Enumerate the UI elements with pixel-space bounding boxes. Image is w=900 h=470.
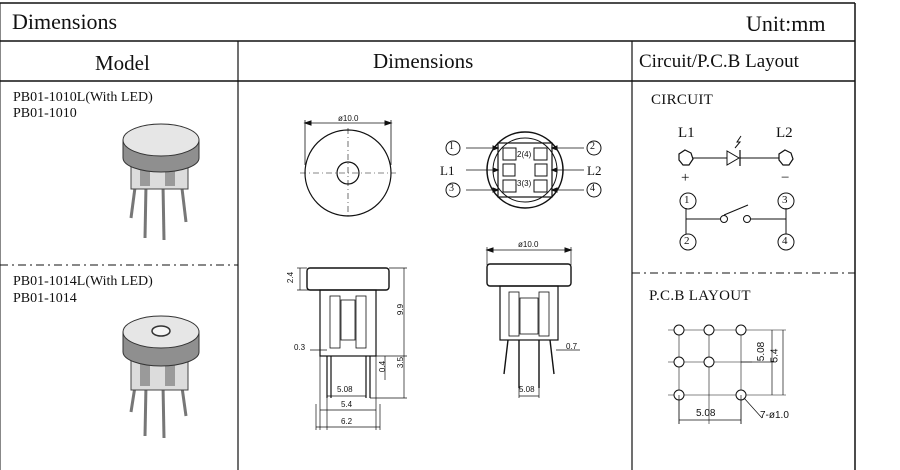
top-view-diameter: ø10.0 (338, 114, 359, 123)
circuit-pin1: 1 (684, 194, 690, 206)
circuit-l2: L2 (776, 125, 793, 141)
pinout-drawing (445, 131, 602, 209)
pcb-pitch-x: 5.08 (696, 408, 716, 419)
model-name-2: PB01-1014L(With LED) (13, 274, 153, 289)
column-header-model: Model (95, 51, 150, 75)
circuit-pin4: 4 (782, 235, 788, 247)
pcb-span-y: 5.4 (769, 348, 781, 363)
pinout-l2: L2 (587, 163, 602, 178)
pcb-pitch-y: 5.08 (756, 341, 768, 362)
dim-lead-length: 3.5 (396, 356, 406, 369)
pinout-pin2: 2 (590, 141, 595, 152)
front-view-pitch: 5.08 (519, 385, 535, 394)
dim-lead-thickness: 0.4 (378, 360, 388, 373)
dim-body-width: 5.4 (341, 400, 353, 409)
pinout-l1: L1 (440, 163, 455, 178)
pcb-title: P.C.B LAYOUT (649, 288, 751, 304)
pinout-pin3: 3 (449, 183, 454, 194)
side-view-drawing (297, 267, 407, 430)
product-image-hole (122, 315, 200, 439)
circuit-pin3: 3 (782, 194, 788, 206)
circuit-minus: − (781, 170, 790, 186)
pinout-pin1: 1 (449, 141, 454, 152)
top-view-drawing (300, 120, 396, 218)
model-name-1: PB01-1010L(With LED) (13, 90, 153, 105)
dim-cap-height: 2.4 (286, 271, 296, 284)
pcb-layout (668, 324, 786, 424)
model-name-2b: PB01-1014 (13, 291, 77, 306)
unit-label: Unit:mm (746, 11, 826, 36)
circuit-plus: + (681, 170, 690, 186)
front-view-diameter: ø10.0 (518, 240, 539, 249)
circuit-l1: L1 (678, 125, 695, 141)
pinout-pin4: 4 (590, 183, 595, 194)
dim-base-width: 6.2 (341, 417, 353, 426)
front-view-drawing (485, 247, 580, 398)
dim-lead-width: 0.3 (294, 343, 306, 352)
circuit-title: CIRCUIT (651, 92, 714, 108)
front-view-lead-thickness: 0.7 (566, 342, 578, 351)
circuit-diagram (678, 135, 795, 251)
column-header-circuit: Circuit/P.C.B Layout (639, 51, 799, 72)
column-header-dimensions: Dimensions (373, 49, 474, 73)
model-name-1b: PB01-1010 (13, 106, 77, 121)
product-image-flat (122, 123, 200, 241)
dim-total-height: 9.9 (396, 303, 406, 316)
header-title: Dimensions (12, 9, 118, 34)
dim-pitch: 5.08 (337, 385, 353, 394)
pinout-marking: 2(4) (517, 150, 532, 159)
pinout-center-mark: 3(3) (517, 179, 532, 188)
pcb-hole-spec: 7-ø1.0 (760, 410, 789, 421)
circuit-pin2: 2 (684, 235, 690, 247)
